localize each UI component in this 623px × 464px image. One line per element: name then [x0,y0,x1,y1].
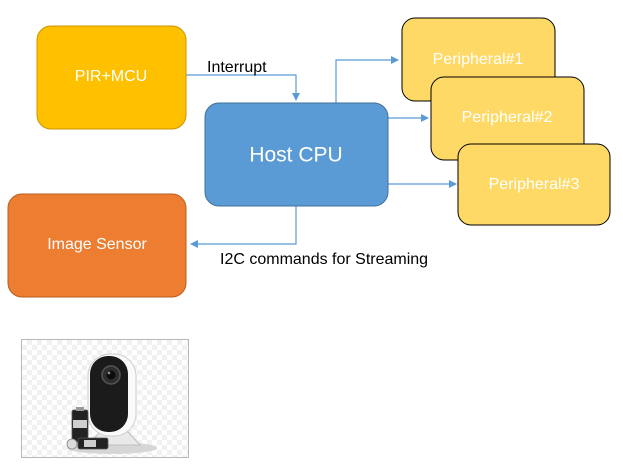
pir-mcu-label: PIR+MCU [75,68,147,85]
security-camera-photo [21,339,189,458]
node-peripheral-2: Peripheral#2 [430,76,585,161]
peripheral-2-label: Peripheral#2 [462,109,553,126]
peripheral-1-label: Peripheral#1 [433,51,524,68]
camera-lens [106,370,116,380]
pir-mcu-box [36,25,187,130]
node-host-cpu: Host CPU [204,102,389,207]
interrupt-edge-label: Interrupt [207,59,267,76]
camera-lens-glint [107,371,111,375]
node-peripheral-3: Peripheral#3 [457,143,611,226]
image-sensor-box [7,193,187,298]
image-sensor-label: Image Sensor [47,236,147,253]
peripheral-3-label: Peripheral#3 [489,176,580,193]
i2c-connector [190,206,297,248]
security-camera-illustration [66,353,157,454]
connectors [186,56,457,248]
host-cpu-box [204,102,389,207]
peripheral-3-box [457,143,611,226]
i2c-edge-label: I2C commands for Streaming [220,251,428,268]
battery-lying-icon [66,437,109,450]
interrupt-connector [186,74,300,101]
battery-icon [71,407,89,443]
node-image-sensor: Image Sensor [7,193,187,298]
host-cpu-label: Host CPU [249,144,342,167]
host-to-peripheral-1-connector [335,56,399,103]
node-pir-mcu: PIR+MCU [36,25,187,130]
